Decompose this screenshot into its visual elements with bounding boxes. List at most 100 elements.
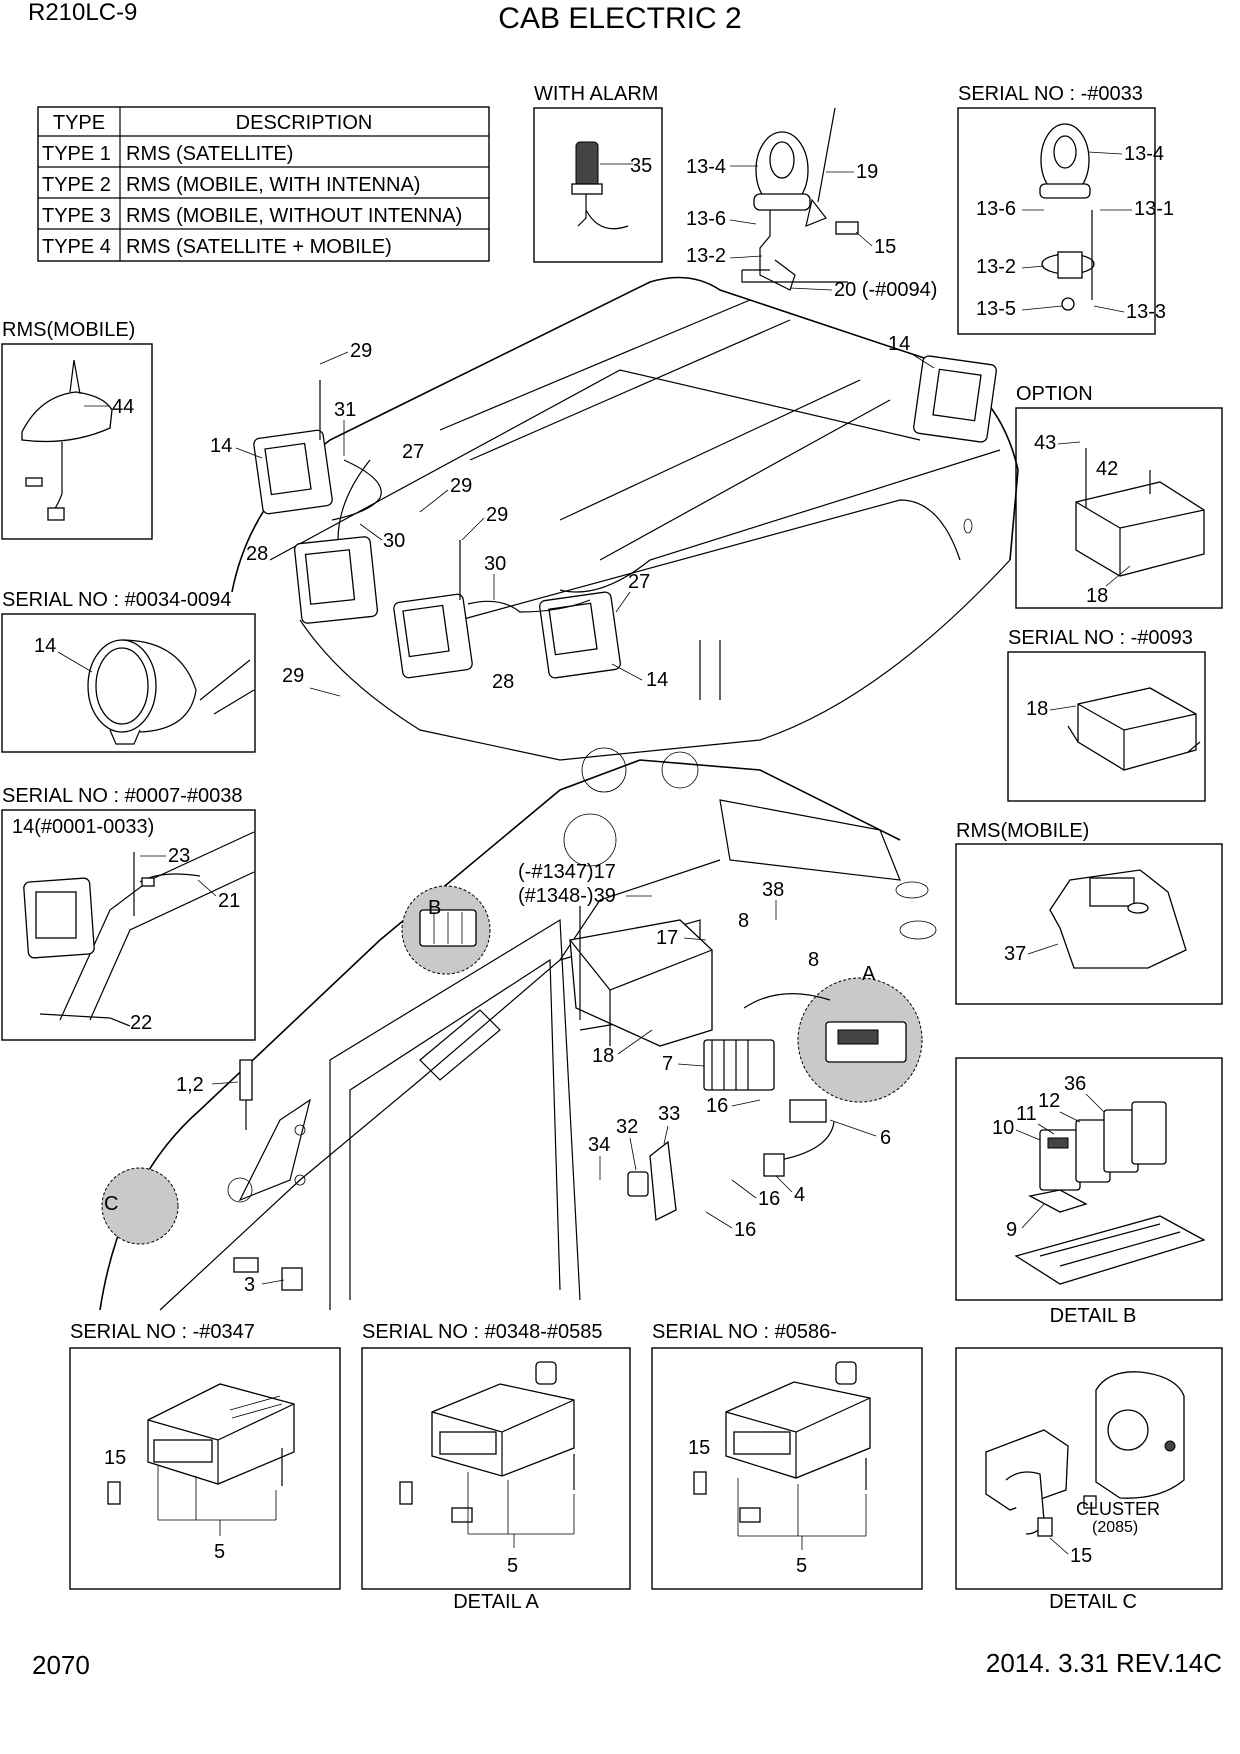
callout-20: 20 (-#0094)	[834, 279, 937, 301]
callout-8: 8	[738, 910, 749, 932]
callout-32: 32	[616, 1116, 638, 1138]
callout-29: 29	[282, 665, 304, 687]
panel-label: DETAIL A	[453, 1591, 539, 1613]
table-cell: TYPE 2	[42, 174, 111, 196]
callout-28: 28	[246, 543, 268, 565]
callout-4: 4	[794, 1184, 805, 1206]
callout-5: 5	[507, 1555, 518, 1577]
panel-label: SERIAL NO : #0586-	[652, 1321, 837, 1343]
cab-roof-drawing: 29 31 14 27 29 29 30 28 30 27 14 29 28 1…	[210, 276, 1019, 761]
callout-15: 15	[1070, 1545, 1092, 1567]
callout-14: 14	[888, 333, 910, 355]
serial-0033-panel: SERIAL NO : -#0033 13-4 13-6 13-1 13-2 1…	[957, 83, 1174, 335]
revision-label: 2014. 3.31 REV.14C	[986, 1648, 1222, 1678]
callout-33: 33	[658, 1103, 680, 1125]
radio-serial-0348-0585-panel: SERIAL NO : #0348-#0585 5	[361, 1321, 631, 1590]
callout-5: 5	[214, 1541, 225, 1563]
callout-13-6: 13-6	[976, 198, 1016, 220]
radio-serial-0347-panel: SERIAL NO : -#0347 15 5	[69, 1321, 341, 1590]
callout-1-2: 1,2	[176, 1074, 204, 1096]
callout-18: 18	[1086, 585, 1108, 607]
callout-17: 17	[656, 927, 678, 949]
detail-c-panel: CLUSTER (2085) 15 DETAIL C	[955, 1347, 1223, 1613]
rms-mobile-antenna-panel: RMS(MOBILE) 44	[1, 319, 153, 540]
callout-42: 42	[1096, 458, 1118, 480]
panel-label: DETAIL C	[1049, 1591, 1137, 1613]
callout-34: 34	[588, 1134, 610, 1156]
page-title: CAB ELECTRIC 2	[498, 2, 741, 35]
callout-10: 10	[992, 1117, 1014, 1139]
callout-18: 18	[592, 1045, 614, 1067]
panel-label: SERIAL NO : -#0347	[70, 1321, 255, 1343]
callout-11: 11	[1016, 1103, 1037, 1125]
panel-label: SERIAL NO : #0348-#0585	[362, 1321, 603, 1343]
callout-13-3: 13-3	[1126, 301, 1166, 323]
callout-35: 35	[630, 155, 652, 177]
panel-label: RMS(MOBILE)	[956, 820, 1089, 842]
table-cell: TYPE 4	[42, 236, 111, 258]
callout-39-1348: (#1348-)39	[518, 885, 616, 907]
with-alarm-panel: WITH ALARM 35	[533, 83, 663, 263]
callout-13-4: 13-4	[1124, 143, 1164, 165]
cluster-ref: (2085)	[1092, 1519, 1138, 1536]
callout-5: 5	[796, 1555, 807, 1577]
table-cell: RMS (MOBILE, WITH INTENNA)	[126, 174, 420, 196]
page-number: 2070	[32, 1650, 90, 1680]
callout-B: B	[428, 897, 441, 919]
callout-16: 16	[734, 1219, 756, 1241]
rms-mobile-unit-panel: RMS(MOBILE) 37	[955, 820, 1223, 1005]
callout-13-2: 13-2	[976, 256, 1016, 278]
callout-15: 15	[874, 236, 896, 258]
table-header-type: TYPE	[53, 112, 105, 134]
table-cell: RMS (SATELLITE)	[126, 143, 293, 165]
callout-16: 16	[706, 1095, 728, 1117]
callout-15: 15	[104, 1447, 126, 1469]
table-cell: TYPE 3	[42, 205, 111, 227]
table-cell: RMS (SATELLITE + MOBILE)	[126, 236, 392, 258]
cluster-label: CLUSTER	[1076, 1499, 1160, 1519]
panel-label: SERIAL NO : #0034-0094	[2, 589, 231, 611]
beacon-assembly: 13-4 19 13-6 15 13-2 20 (-#0094)	[686, 107, 937, 301]
panel-label: WITH ALARM	[534, 83, 658, 105]
panel-label: SERIAL NO : #0007-#0038	[2, 785, 243, 807]
callout-27: 27	[402, 441, 424, 463]
callout-18: 18	[1026, 698, 1048, 720]
callout-29: 29	[450, 475, 472, 497]
option-panel: OPTION 43 42 18	[1015, 383, 1223, 609]
serial-0093-panel: SERIAL NO : -#0093 18	[1007, 627, 1206, 802]
callout-12: 12	[1038, 1090, 1060, 1112]
callout-15: 15	[688, 1437, 710, 1459]
switch-bank	[1039, 1101, 1167, 1191]
panel-label: RMS(MOBILE)	[2, 319, 135, 341]
callout-13-6: 13-6	[686, 208, 726, 230]
callout-44: 44	[112, 396, 134, 418]
serial-0034-0094-panel: SERIAL NO : #0034-0094 14	[1, 589, 256, 753]
callout-13-1: 13-1	[1134, 198, 1174, 220]
callout-6: 6	[880, 1127, 891, 1149]
callout-28: 28	[492, 671, 514, 693]
callout-29: 29	[350, 340, 372, 362]
panel-label: SERIAL NO : -#0033	[958, 83, 1143, 105]
callout-23: 23	[168, 845, 190, 867]
cab-interior-drawing: B A C (-#1347)17 (#1348-)39 38 8 8 17 18…	[99, 747, 937, 1311]
callout-30: 30	[484, 553, 506, 575]
callout-13-5: 13-5	[976, 298, 1016, 320]
radio-serial-0586-panel: SERIAL NO : #0586- 15 5	[651, 1321, 923, 1590]
detail-b-panel: 36 12 11 10 9 DETAIL B	[955, 1057, 1223, 1327]
callout-21: 21	[218, 890, 240, 912]
callout-7: 7	[662, 1053, 673, 1075]
callout-17-1347: (-#1347)17	[518, 861, 616, 883]
table-cell: RMS (MOBILE, WITHOUT INTENNA)	[126, 205, 462, 227]
panel-label: SERIAL NO : -#0093	[1008, 627, 1193, 649]
callout-14: 14	[210, 435, 232, 457]
callout-8: 8	[808, 949, 819, 971]
callout-14-0001-0033: 14(#0001-0033)	[12, 816, 154, 838]
callout-16: 16	[758, 1188, 780, 1210]
callout-30: 30	[383, 530, 405, 552]
callout-38: 38	[762, 879, 784, 901]
callout-3: 3	[244, 1274, 255, 1296]
panel-label: OPTION	[1016, 383, 1093, 405]
callout-19: 19	[856, 161, 878, 183]
panel-label: DETAIL B	[1050, 1305, 1137, 1327]
